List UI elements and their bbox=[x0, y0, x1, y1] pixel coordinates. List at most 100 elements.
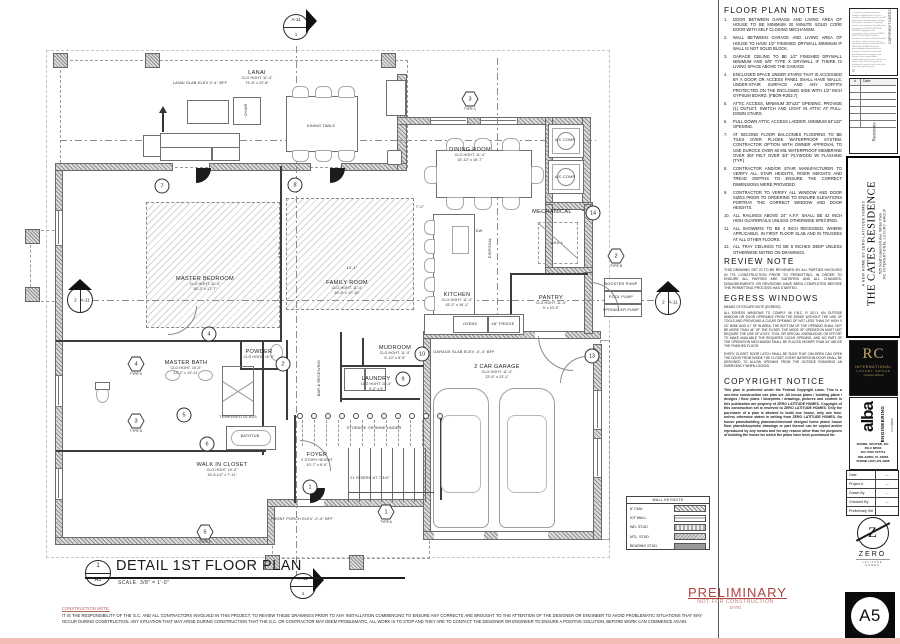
plan-annotation: 21 RISERS AT 7 3/4" bbox=[350, 476, 390, 480]
plan-annotation: DW bbox=[475, 229, 483, 233]
exterior-wall bbox=[545, 202, 593, 210]
dryer bbox=[365, 368, 386, 391]
centerline bbox=[296, 46, 297, 586]
stamp-line1: PRELIMINARY bbox=[688, 585, 787, 600]
revision-row bbox=[850, 107, 896, 114]
ac-fan bbox=[557, 168, 575, 186]
window-type-label: TYPE C bbox=[463, 107, 477, 111]
chair bbox=[292, 86, 309, 98]
window-type-label: TYPE A bbox=[380, 520, 392, 524]
interior-wall bbox=[362, 338, 364, 366]
info-row: Project #— bbox=[847, 480, 898, 489]
keynote-circle: 13 bbox=[584, 348, 600, 364]
railing-baluster bbox=[339, 413, 345, 419]
exterior-wall bbox=[584, 204, 593, 274]
chair bbox=[424, 166, 437, 184]
drawing-scale: SCALE: 3/8" = 1'-0" bbox=[118, 580, 170, 586]
floor-plan-note: 10.ALL RAILINGS ABOVE 24" A.F.F. SHALL B… bbox=[724, 213, 842, 224]
plan-annotation: SPRINKLER PUMP bbox=[602, 308, 640, 312]
car-outline bbox=[499, 388, 555, 528]
rc-logo: RC INTERNATIONAL LUXURY GROUP Opulence D… bbox=[849, 340, 898, 396]
column-post bbox=[53, 53, 68, 68]
keynote-circle: 7 bbox=[154, 178, 170, 194]
window-type-hex: 1 bbox=[377, 504, 395, 520]
window-glass-line bbox=[480, 120, 516, 121]
window-glass-line bbox=[597, 390, 598, 428]
revision-row bbox=[850, 93, 896, 100]
floor-plan-note: 6.PULL DOWN ATTIC ACCESS LADDER, MINIMUM… bbox=[724, 118, 842, 130]
chair bbox=[338, 86, 355, 98]
detail-ref-bottom: A5 bbox=[94, 577, 102, 583]
review-note-title: REVIEW NOTE bbox=[724, 257, 795, 266]
interior-wall bbox=[56, 340, 282, 342]
section-flag bbox=[306, 9, 317, 33]
plan-annotation: FRONT PORCH ELEV -0'-4" BFF bbox=[270, 517, 334, 521]
plan-annotation: TEMPERED GLASS bbox=[219, 415, 257, 419]
exterior-wall bbox=[545, 204, 553, 274]
storage-line bbox=[314, 420, 315, 446]
stair-tread bbox=[370, 448, 371, 502]
island-sink bbox=[452, 226, 469, 254]
lanai-sofa-seat bbox=[212, 147, 240, 161]
floor-plan-note: 12.ALL TRAY CEILINGS TO BE 8 INCHES DEEP… bbox=[724, 244, 842, 255]
window bbox=[56, 375, 62, 407]
info-row: Drawn By— bbox=[847, 489, 898, 498]
stool bbox=[424, 277, 435, 292]
floor-plan-notes-list: 1.DOOR BETWEEN GARAGE AND LIVING AREA OF… bbox=[724, 17, 842, 255]
frame-line bbox=[718, 0, 719, 644]
exterior-wall bbox=[423, 331, 601, 339]
interior-wall bbox=[510, 273, 588, 275]
exterior-wall bbox=[341, 163, 405, 171]
stair-arrow bbox=[348, 492, 434, 493]
window bbox=[56, 468, 62, 500]
interior-wall bbox=[56, 450, 266, 452]
keynote-circle: 14 bbox=[585, 205, 601, 221]
keynote-circle: 9 bbox=[395, 371, 411, 387]
railing-baluster bbox=[437, 413, 443, 419]
storage-line bbox=[386, 420, 387, 446]
project-tagline: A NEW HOME BY ZERO LATITUDE HOMES bbox=[861, 200, 865, 287]
storage-line bbox=[398, 420, 399, 446]
keynote-circle: 6 bbox=[199, 436, 215, 452]
egress-body-2: EVERY CLOSET DOOR LATCH SHALL BE SUCH TH… bbox=[724, 351, 842, 369]
chair bbox=[531, 166, 544, 184]
window-glass-line bbox=[58, 468, 59, 498]
outdoor-grill bbox=[387, 150, 402, 165]
review-note-body: THIS DRAWING SET IS TO BE REVIEWED BY AL… bbox=[724, 268, 842, 291]
project-group: RC INTERNATIONAL LUXURY GROUP bbox=[882, 208, 886, 279]
egress-windows-title: EGRESS WINDOWS bbox=[724, 294, 819, 303]
plan-annotation: 14'-1" bbox=[346, 266, 358, 270]
stair-tread bbox=[348, 448, 349, 502]
window-type-label: TYPE E bbox=[198, 540, 212, 544]
detail-ref-top: 1 bbox=[96, 563, 100, 569]
exterior-wall bbox=[545, 267, 593, 275]
rc-monogram: RC bbox=[862, 346, 885, 362]
ac-fan bbox=[557, 132, 575, 150]
drawing-title: DETAIL 1ST FLOOR PLAN bbox=[116, 558, 302, 574]
floor-plan-note: 7.AT SECOND FLOOR BALCONIES FLOORING TO … bbox=[724, 132, 842, 164]
storage-line bbox=[302, 420, 303, 446]
lav-sink bbox=[165, 370, 180, 381]
info-row: Checked By— bbox=[847, 498, 898, 507]
section-flag bbox=[68, 279, 92, 290]
chair bbox=[315, 86, 332, 98]
window-type-label: TYPE B bbox=[609, 264, 623, 268]
copyright-notes-box: COPYRIGHT NOTES This plan is protected u… bbox=[849, 8, 898, 76]
revision-row bbox=[850, 121, 896, 128]
floor-plan-note: 1.DOOR BETWEEN GARAGE AND LIVING AREA OF… bbox=[724, 17, 842, 33]
chair bbox=[292, 150, 309, 162]
railing-baluster bbox=[297, 413, 303, 419]
floor-plan-note: 5.ATTIC ACCESS, MINIMUM 30"x22" OPENING.… bbox=[724, 100, 842, 117]
plan-annotation: BAR & RECEIVING bbox=[317, 359, 321, 397]
keynote-circle: 2 bbox=[275, 356, 291, 372]
copyright-notice-body: This plan is protected under the Federal… bbox=[724, 388, 842, 438]
rev-col-num: # bbox=[850, 79, 861, 85]
